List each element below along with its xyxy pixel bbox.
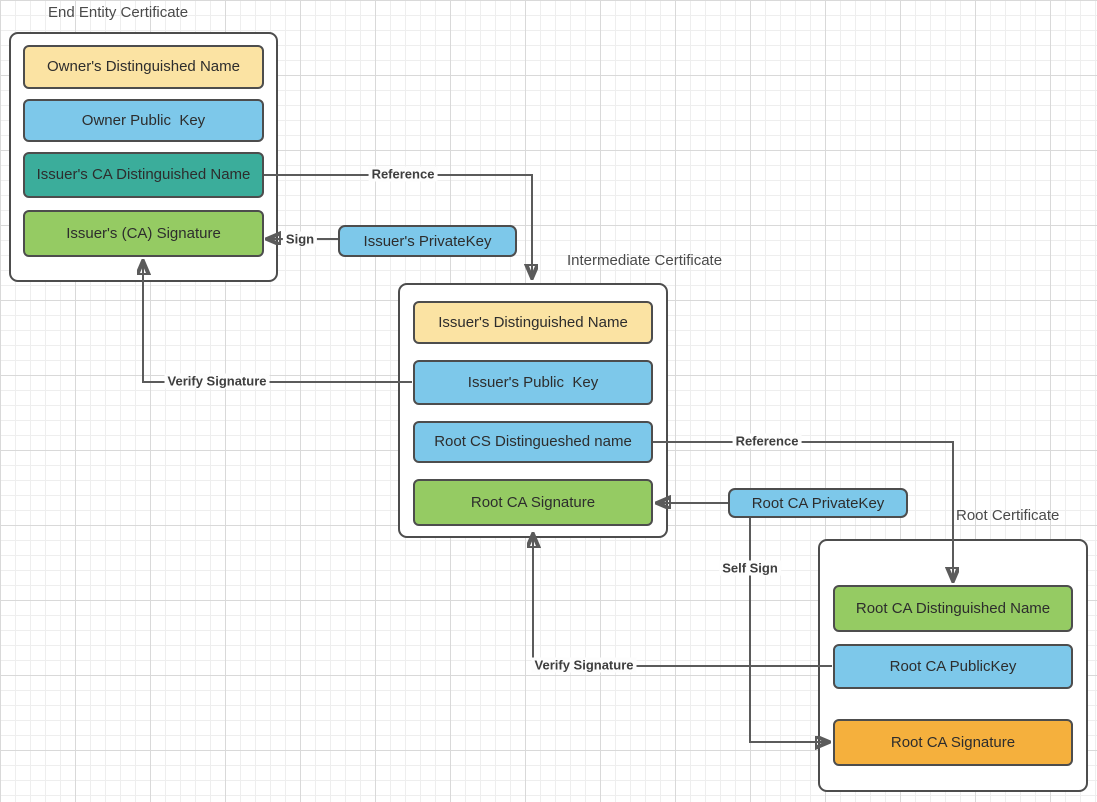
end-entity-certificate-title: End Entity Certificate: [48, 4, 189, 21]
edge-label-reference-2: Reference: [732, 433, 802, 449]
field-root-ca-signature-root: Root CA Signature: [833, 719, 1073, 766]
field-issuers-ca-signature: Issuer's (CA) Signature: [23, 210, 264, 257]
field-root-cs-distingueshed-name: Root CS Distingueshed name: [413, 421, 653, 463]
edge-label-sign: Sign: [282, 231, 318, 247]
field-issuers-distinguished-name: Issuer's Distinguished Name: [413, 301, 653, 344]
edge-label-self-sign: Self Sign: [719, 560, 781, 576]
edge-label-verify-signature-2: Verify Signature: [531, 657, 637, 673]
root-certificate-title: Root Certificate: [956, 507, 1060, 524]
field-root-ca-distinguished-name: Root CA Distinguished Name: [833, 585, 1073, 632]
intermediate-certificate-title: Intermediate Certificate: [567, 252, 723, 269]
root-ca-private-key-box: Root CA PrivateKey: [728, 488, 908, 518]
field-root-ca-public-key: Root CA PublicKey: [833, 644, 1073, 689]
edge-label-verify-signature-1: Verify Signature: [164, 373, 270, 389]
field-issuers-ca-distinguished-name: Issuer's CA Distinguished Name: [23, 152, 264, 198]
field-owner-public-key: Owner Public Key: [23, 99, 264, 142]
field-issuers-public-key: Issuer's Public Key: [413, 360, 653, 405]
edge-verify-signature-2: [533, 534, 832, 667]
edge-label-reference-1: Reference: [368, 166, 438, 182]
field-owners-distinguished-name: Owner's Distinguished Name: [23, 45, 264, 89]
issuers-private-key-box: Issuer's PrivateKey: [338, 225, 517, 257]
field-root-ca-signature-intermediate: Root CA Signature: [413, 479, 653, 526]
